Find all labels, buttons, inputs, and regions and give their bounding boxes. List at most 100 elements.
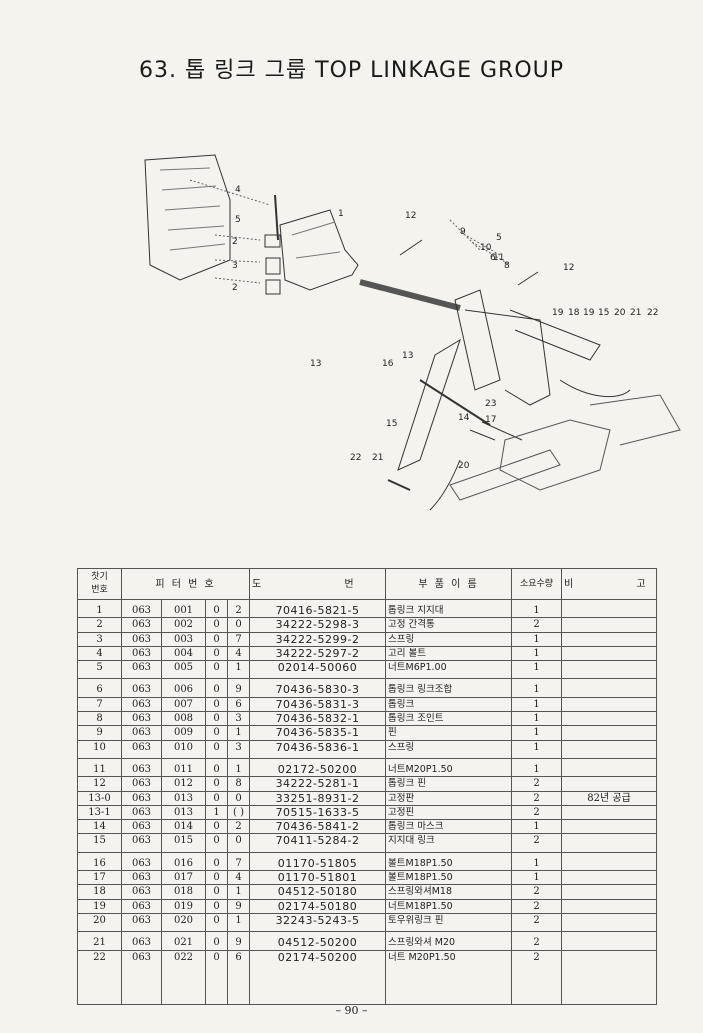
support-link	[397, 338, 461, 471]
seq-cell: 14	[77, 819, 122, 834]
part-name-cell: 톱링크 조인트	[385, 711, 513, 726]
drawing-number-cell: 01170-51801	[249, 870, 387, 885]
group-code-cell: 063	[121, 645, 162, 661]
item-code-cell: 021	[161, 931, 206, 951]
group-code-cell: 063	[121, 898, 162, 914]
group-code-cell: 063	[121, 598, 162, 618]
header-seq: 찻기 번호	[77, 568, 122, 600]
group-code-cell: 063	[121, 678, 162, 698]
quantity-cell: 1	[511, 725, 563, 741]
remarks-cell	[561, 949, 658, 968]
item-code-cell: 011	[161, 757, 206, 777]
part-name-cell: 톱링크 핀	[385, 776, 513, 792]
item-code-cell: 017	[161, 870, 206, 885]
variant-cell: 0	[205, 790, 228, 806]
callout: 12	[405, 211, 416, 221]
drawing-number-cell: 34222-5297-2	[249, 645, 387, 661]
remarks-cell	[561, 631, 658, 647]
remarks-cell	[561, 678, 658, 698]
check-digit-cell: 9	[226, 678, 251, 698]
drawing-number-cell: 34222-5298-3	[249, 617, 387, 633]
header-drawing-no: 도 번	[249, 568, 387, 600]
part-name-cell: 톱링크 마스크	[385, 819, 513, 834]
item-code-cell: 012	[161, 776, 206, 792]
part-name-cell: 너트 M20P1.50	[385, 949, 513, 968]
drawing-number-cell: 70436-5835-1	[249, 725, 387, 741]
part-name-cell: 스프링	[385, 631, 513, 647]
callout: 17	[485, 415, 496, 425]
remarks-cell	[561, 696, 658, 712]
group-code-cell: 063	[121, 631, 162, 647]
callout: 19	[583, 308, 595, 318]
variant-cell: 0	[205, 696, 228, 712]
part-name-cell: 핀	[385, 725, 513, 741]
seq-cell: 3	[77, 631, 122, 647]
remarks-cell	[561, 833, 658, 853]
page-number: – 90 –	[335, 1004, 368, 1017]
check-digit-cell: 1	[226, 912, 251, 932]
quantity-cell: 1	[511, 660, 563, 679]
callout: 10	[480, 243, 492, 253]
item-code-cell: 013	[161, 790, 206, 806]
check-digit-cell: 4	[226, 870, 251, 885]
quantity-cell: 1	[511, 678, 563, 698]
group-code-cell: 063	[121, 660, 162, 679]
item-code-cell: 014	[161, 819, 206, 834]
check-digit-cell: 0	[226, 617, 251, 633]
drawing-number-cell: 01170-51805	[249, 851, 387, 871]
quantity-cell: 2	[511, 949, 563, 968]
seq-cell: 16	[77, 851, 122, 871]
callout: 11	[493, 253, 504, 263]
quantity-cell: 1	[511, 757, 563, 777]
item-code-cell: 001	[161, 598, 206, 618]
callout: 22	[647, 308, 658, 318]
table-header-row: 찻기 번호 피 터 번 호 도 번 부 품 이 름 소요수량 비 고	[77, 568, 658, 600]
spacer-cell	[385, 967, 513, 1005]
callout: 23	[485, 399, 496, 409]
group-code-cell: 063	[121, 790, 162, 806]
item-code-cell: 003	[161, 631, 206, 647]
remarks-cell	[561, 739, 658, 759]
drawing-number-cell: 70411-5284-2	[249, 833, 387, 853]
item-code-cell: 006	[161, 678, 206, 698]
callout: 13	[402, 351, 413, 361]
callout: 12	[563, 263, 574, 273]
seq-cell: 6	[77, 678, 122, 698]
callout: 2	[232, 237, 238, 247]
variant-cell: 0	[205, 870, 228, 885]
quantity-cell: 1	[511, 696, 563, 712]
seq-cell: 5	[77, 660, 122, 679]
callout: 15	[598, 308, 609, 318]
quantity-cell: 2	[511, 931, 563, 951]
remarks-cell	[561, 725, 658, 741]
part-name-cell: 고정 간격통	[385, 617, 513, 633]
seq-cell: 17	[77, 870, 122, 885]
item-code-cell: 002	[161, 617, 206, 633]
check-digit-cell: 0	[226, 790, 251, 806]
variant-cell: 0	[205, 851, 228, 871]
part-name-cell: 볼트M18P1.50	[385, 851, 513, 871]
seq-cell: 1	[77, 598, 122, 618]
callout: 5	[496, 233, 502, 243]
part-name-cell: 토우위링크 핀	[385, 912, 513, 932]
parts-table: 찻기 번호 피 터 번 호 도 번 부 품 이 름 소요수량 비 고 10630…	[77, 568, 658, 1005]
item-code-cell: 016	[161, 851, 206, 871]
seq-cell: 12	[77, 776, 122, 792]
item-code-cell: 005	[161, 660, 206, 679]
spacer-cell	[77, 967, 122, 1005]
spacer-cell	[249, 967, 387, 1005]
variant-cell: 0	[205, 660, 228, 679]
callout: 15	[386, 419, 397, 429]
table-spacer-row	[77, 967, 658, 1005]
callout: 9	[460, 227, 466, 237]
header-part-code: 피 터 번 호	[120, 568, 251, 600]
group-code-cell: 063	[121, 870, 162, 885]
group-code-cell: 063	[121, 949, 162, 968]
